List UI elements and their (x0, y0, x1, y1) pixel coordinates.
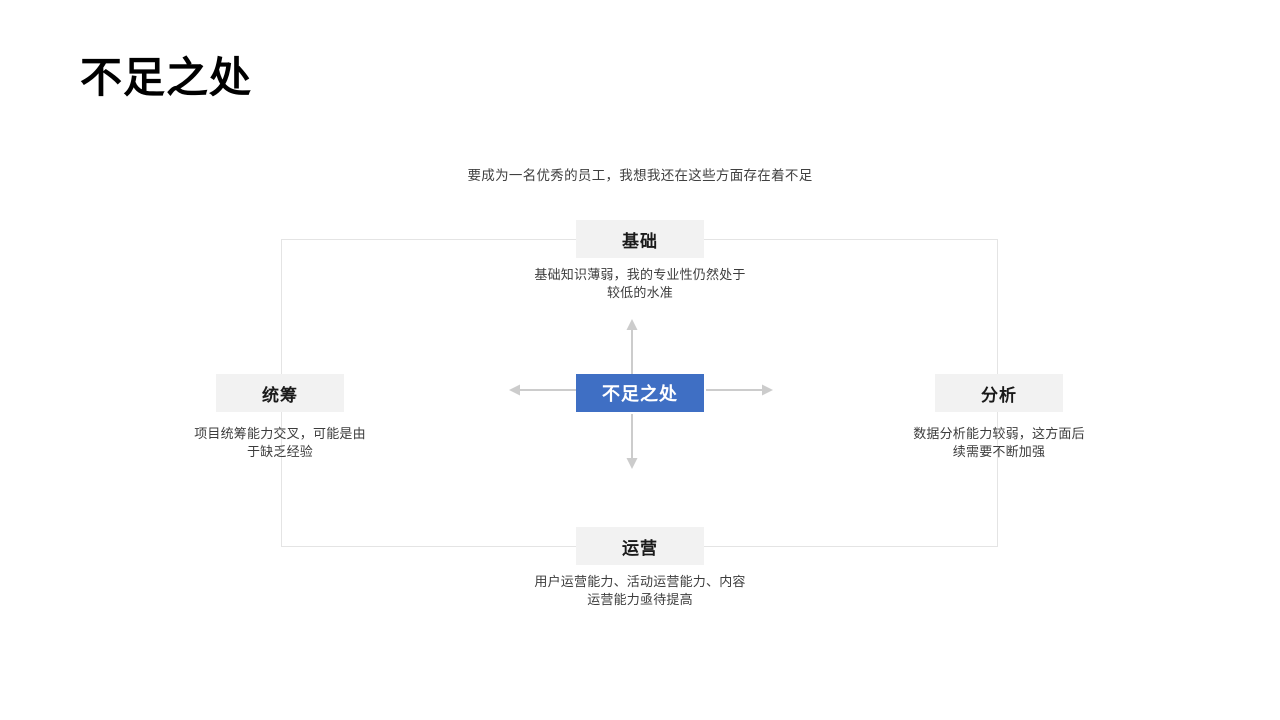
branch-description-analysis-line1: 数据分析能力较弱，这方面后 (913, 426, 1085, 441)
branch-description-coordination: 项目统筹能力交叉，可能是由 于缺乏经验 (155, 425, 405, 462)
branch-label-operations[interactable]: 运营 (576, 527, 704, 565)
branch-description-analysis: 数据分析能力较弱，这方面后 续需要不断加强 (874, 425, 1124, 462)
arrow-up-icon (626, 318, 638, 376)
branch-description-basics-line1: 基础知识薄弱，我的专业性仍然处于 (534, 267, 746, 282)
arrow-left-icon (508, 384, 578, 396)
page-title: 不足之处 (80, 54, 253, 101)
center-node-label[interactable]: 不足之处 (576, 374, 704, 412)
branch-description-operations-line2: 运营能力亟待提高 (587, 592, 693, 608)
branch-description-analysis-line2: 续需要不断加强 (952, 444, 1046, 460)
branch-description-coordination-line2: 于缺乏经验 (246, 444, 313, 460)
branch-description-basics-line2: 较低的水准 (606, 285, 673, 301)
branch-description-operations: 用户运营能力、活动运营能力、内容 运营能力亟待提高 (515, 573, 765, 610)
branch-description-basics: 基础知识薄弱，我的专业性仍然处于 较低的水准 (515, 266, 765, 303)
arrow-right-icon (704, 384, 774, 396)
branch-label-basics[interactable]: 基础 (576, 220, 704, 258)
branch-description-operations-line1: 用户运营能力、活动运营能力、内容 (534, 574, 746, 589)
arrow-down-icon (626, 412, 638, 470)
branch-description-coordination-line1: 项目统筹能力交叉，可能是由 (194, 426, 366, 441)
slide-subtitle: 要成为一名优秀的员工，我想我还在这些方面存在着不足 (467, 168, 813, 183)
branch-label-analysis[interactable]: 分析 (935, 374, 1063, 412)
branch-label-coordination[interactable]: 统筹 (216, 374, 344, 412)
